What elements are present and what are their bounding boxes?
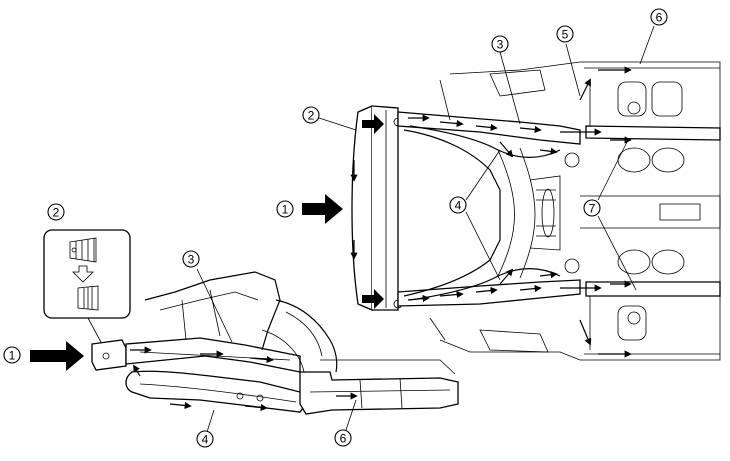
load-path-arrow-icon xyxy=(499,268,514,285)
crush-box-icon xyxy=(77,285,99,311)
callout-tv-1: 1 xyxy=(276,200,294,218)
svg-text:1: 1 xyxy=(282,203,289,217)
svg-text:6: 6 xyxy=(656,11,663,25)
side-view: 1 2 3 4 6 xyxy=(3,203,459,448)
callout-sv-3: 3 xyxy=(182,250,200,268)
crush-box-inset xyxy=(43,229,131,345)
front-side-member xyxy=(91,337,301,373)
floor-side-member xyxy=(299,359,459,415)
bumper-reinforcement xyxy=(350,105,403,311)
svg-text:4: 4 xyxy=(202,433,209,447)
impact-arrow-icon xyxy=(302,194,343,224)
down-outline-arrow-icon xyxy=(72,265,94,283)
load-path-arrow-icon xyxy=(519,125,542,134)
svg-text:4: 4 xyxy=(455,199,462,213)
impact-arrow-icon xyxy=(362,114,384,134)
callout-sv-1: 1 xyxy=(3,346,21,364)
svg-text:5: 5 xyxy=(562,28,569,42)
load-path-arrow-icon xyxy=(475,123,498,132)
front-side-members xyxy=(397,111,581,307)
load-path-arrow-icon xyxy=(133,364,141,377)
side-load-path-arrows xyxy=(130,346,358,412)
lower-member xyxy=(125,370,307,413)
svg-text:2: 2 xyxy=(53,206,60,220)
callout-tv-5: 5 xyxy=(556,25,574,43)
load-path-arrow-icon xyxy=(169,401,192,410)
callout-tv-3: 3 xyxy=(491,35,509,53)
callout-sv-4: 4 xyxy=(196,430,214,448)
load-path-arrow-icon xyxy=(499,141,514,158)
wheel-house xyxy=(144,271,338,373)
load-path-arrow-icon xyxy=(407,294,430,303)
load-path-arrow-icon xyxy=(439,290,464,299)
top-view: 1 2 3 4 5 6 7 xyxy=(276,8,721,361)
load-path-arrow-icon xyxy=(539,271,558,279)
floor-structure xyxy=(429,61,721,361)
svg-text:6: 6 xyxy=(340,432,347,446)
callout-tv-7: 7 xyxy=(583,199,601,217)
svg-text:3: 3 xyxy=(497,38,504,52)
load-path-arrow-icon xyxy=(475,286,498,295)
top-load-path-arrows xyxy=(407,66,632,358)
load-path-arrow-icon xyxy=(579,319,592,346)
crush-box-icon xyxy=(69,237,97,263)
load-path-arrow-icon xyxy=(579,78,591,101)
impact-arrow-icon xyxy=(362,289,384,309)
callout-tv-6: 6 xyxy=(650,8,668,26)
load-path-arrow-icon xyxy=(519,284,542,293)
svg-text:3: 3 xyxy=(188,253,195,267)
callout-tv-4: 4 xyxy=(449,196,467,214)
load-path-arrow-icon xyxy=(439,119,464,128)
load-path-arrow-icon xyxy=(249,355,274,364)
svg-text:2: 2 xyxy=(308,109,315,123)
callout-tv-2: 2 xyxy=(302,106,320,124)
svg-text:1: 1 xyxy=(9,349,16,363)
impact-arrow-icon xyxy=(30,341,84,371)
load-path-arrow-icon xyxy=(539,147,558,155)
callout-sv-2: 2 xyxy=(47,203,65,221)
load-path-arrow-icon xyxy=(244,403,268,412)
svg-text:7: 7 xyxy=(589,202,596,216)
callout-sv-6: 6 xyxy=(334,429,352,447)
